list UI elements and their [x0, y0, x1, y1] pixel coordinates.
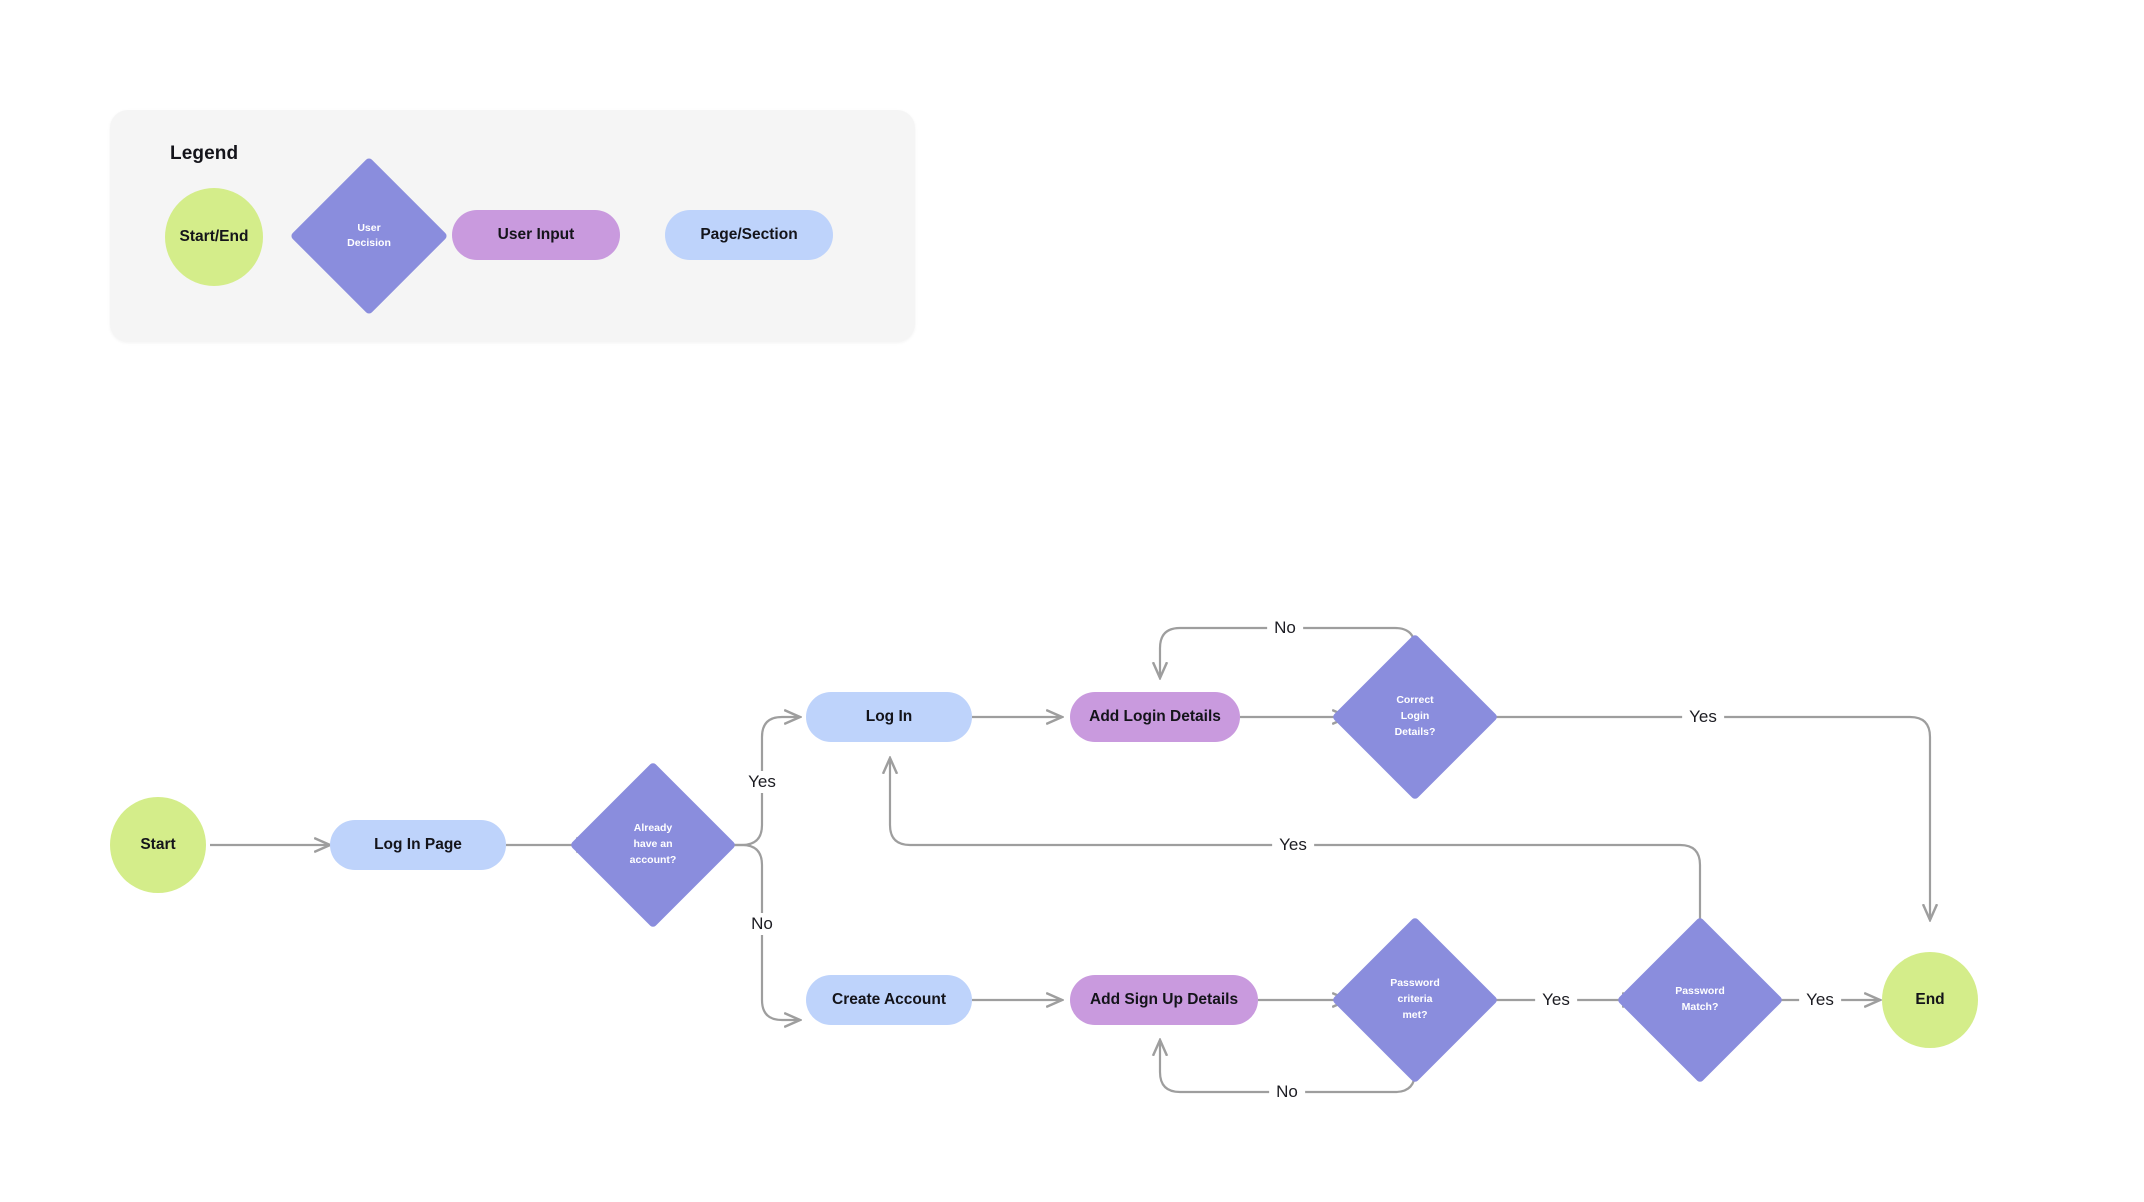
- legend-swatch-user-input: User Input: [452, 210, 620, 260]
- label-line-3: account?: [629, 853, 677, 866]
- edge-label-have-account-yes: Yes: [741, 771, 783, 793]
- node-end-label: End: [1915, 991, 1945, 1008]
- node-log-in-page[interactable]: Log In Page: [330, 820, 506, 870]
- node-create-account-label: Create Account: [832, 991, 946, 1008]
- node-create-account[interactable]: Create Account: [806, 975, 972, 1025]
- edge-correct-login-yes-to-end: [1474, 715, 1930, 920]
- label-line-1: Correct: [1396, 694, 1434, 707]
- legend-swatch-page-section-label: Page/Section: [700, 226, 798, 243]
- node-start-label: Start: [140, 836, 176, 853]
- label-line-2: Login: [1400, 710, 1430, 723]
- legend-swatch-user-decision: User Decision: [289, 156, 449, 316]
- label-line-3: met?: [1402, 1008, 1428, 1021]
- legend-swatch-user-decision-label: User Decision: [313, 180, 425, 292]
- label-line-2: criteria: [1397, 993, 1433, 1006]
- label-line-2: have an: [633, 838, 673, 851]
- node-add-login-details[interactable]: Add Login Details: [1070, 692, 1240, 742]
- node-password-match-label: Password Match?: [1641, 941, 1759, 1059]
- node-log-in-page-label: Log In Page: [374, 836, 462, 853]
- node-add-sign-up-details-label: Add Sign Up Details: [1089, 991, 1239, 1008]
- node-password-criteria-met[interactable]: Password criteria met?: [1331, 916, 1499, 1084]
- legend-decision-line-1: User: [357, 221, 381, 234]
- node-end[interactable]: End: [1882, 952, 1978, 1048]
- node-password-criteria-met-label: Password criteria met?: [1356, 941, 1474, 1059]
- legend-title: Legend: [170, 143, 239, 164]
- node-correct-login-details-label: Correct Login Details?: [1356, 658, 1474, 776]
- edge-label-correct-login-no: No: [1267, 617, 1303, 639]
- edge-label-pwd-match-yes-end: Yes: [1799, 989, 1841, 1011]
- edge-label-correct-login-yes: Yes: [1682, 706, 1724, 728]
- label-line-3: Details?: [1394, 725, 1436, 738]
- node-log-in-label: Log In: [865, 708, 913, 725]
- node-start[interactable]: Start: [110, 797, 206, 893]
- node-add-sign-up-details[interactable]: Add Sign Up Details: [1070, 975, 1258, 1025]
- node-correct-login-details[interactable]: Correct Login Details?: [1331, 633, 1499, 801]
- label-line-1: Already: [633, 822, 673, 835]
- legend-swatch-user-input-label: User Input: [497, 226, 575, 243]
- label-line-2: Match?: [1681, 1001, 1719, 1013]
- legend-swatch-start-end: Start/End: [165, 188, 263, 286]
- label-line-1: Password: [1675, 985, 1725, 998]
- node-already-have-account-label: Already have an account?: [594, 786, 712, 904]
- legend-panel: Legend Start/End User Decision User Inpu…: [110, 110, 915, 342]
- legend-swatch-page-section: Page/Section: [665, 210, 833, 260]
- node-add-login-details-label: Add Login Details: [1089, 708, 1221, 725]
- label-line-1: Password: [1390, 977, 1440, 990]
- node-password-match[interactable]: Password Match?: [1616, 916, 1784, 1084]
- legend-decision-line-2: Decision: [347, 237, 391, 249]
- edge-label-have-account-no: No: [744, 913, 780, 935]
- legend-swatch-start-end-label: Start/End: [179, 228, 249, 245]
- node-log-in[interactable]: Log In: [806, 692, 972, 742]
- edge-label-pwd-criteria-no: No: [1269, 1081, 1305, 1103]
- edge-label-pwd-match-yes-log-in: Yes: [1272, 834, 1314, 856]
- node-already-have-account[interactable]: Already have an account?: [569, 761, 737, 929]
- edge-label-pwd-criteria-yes: Yes: [1535, 989, 1577, 1011]
